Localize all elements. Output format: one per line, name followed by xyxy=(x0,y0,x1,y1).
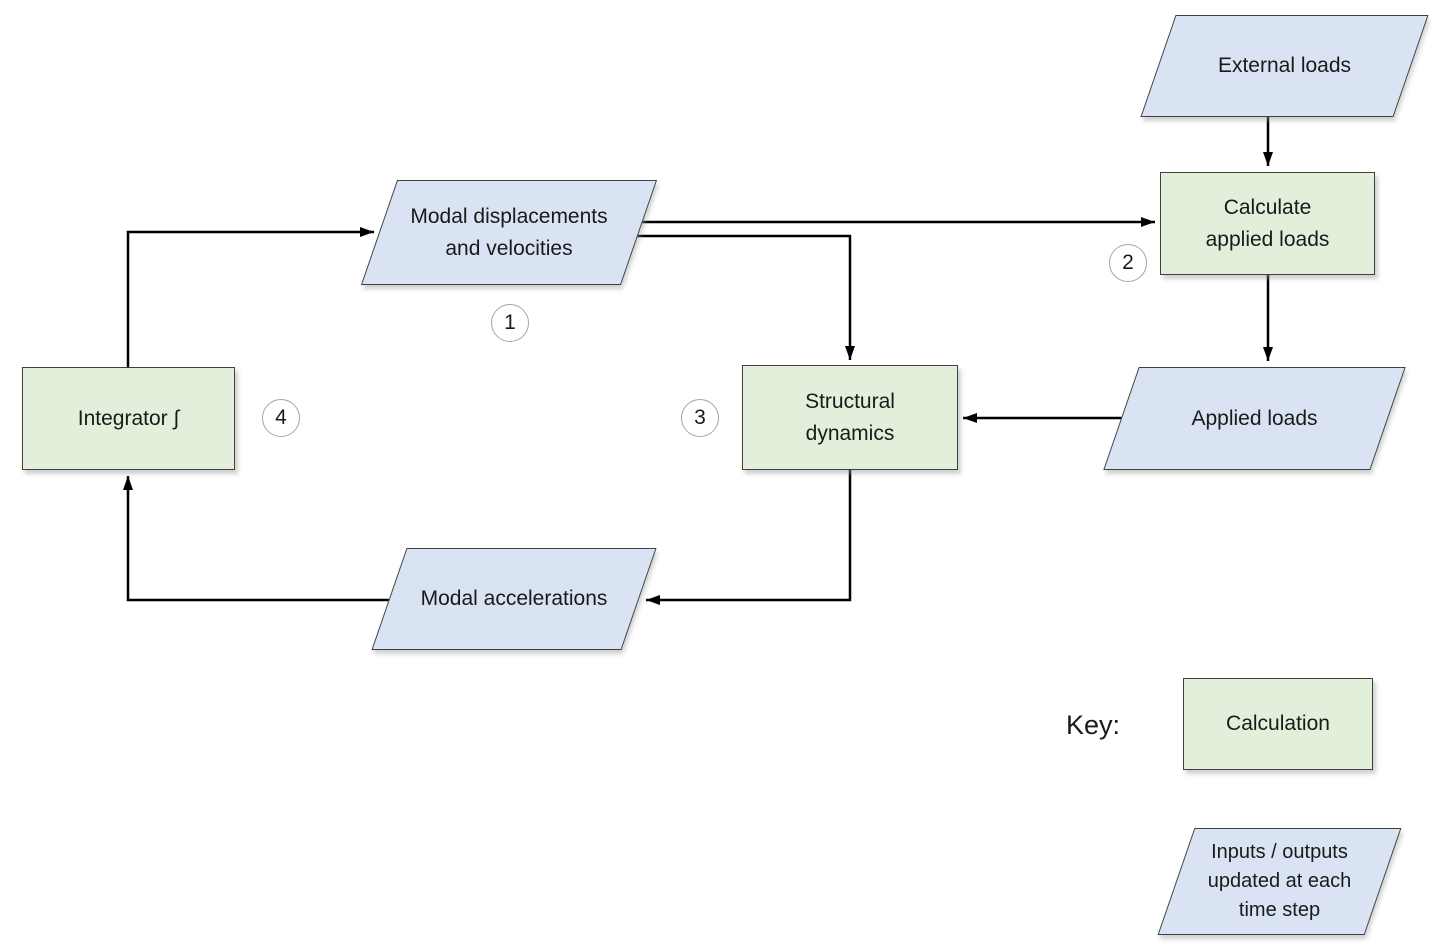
node-label: Structural dynamics xyxy=(805,390,895,445)
step-marker-4: 4 xyxy=(262,399,300,437)
node-external-loads: External loads xyxy=(1140,15,1429,117)
step-number: 2 xyxy=(1122,251,1134,274)
node-applied-loads: Applied loads xyxy=(1103,367,1406,470)
arrow-modal-accelerations-to-integrator xyxy=(123,476,393,602)
key-io-box: Inputs / outputs updated at each time st… xyxy=(1157,828,1402,935)
node-label: Modal displacements and velocities xyxy=(410,205,608,260)
step-marker-2: 2 xyxy=(1109,244,1147,282)
key-io-label: Inputs / outputs updated at each time st… xyxy=(1207,841,1352,921)
rectangle-shape xyxy=(742,365,958,470)
node-label: Modal accelerations xyxy=(420,587,608,611)
arrow-integrator-to-modal-displacements xyxy=(126,227,374,370)
rectangle-shape xyxy=(1160,172,1375,275)
step-marker-3: 3 xyxy=(681,399,719,437)
node-structural-dynamics: Structural dynamics xyxy=(742,365,958,470)
key-calculation-box: Calculation xyxy=(1183,678,1373,770)
step-number: 4 xyxy=(275,406,287,429)
node-label: Integrator ∫ xyxy=(77,406,180,430)
node-label: External loads xyxy=(1217,54,1352,78)
arrow-structural-dynamics-to-modal-accelerations xyxy=(646,466,852,605)
key-label: Key: xyxy=(1066,710,1121,740)
rectangle-shape xyxy=(22,367,235,470)
node-modal-accelerations: Modal accelerations xyxy=(371,548,657,650)
node-modal-displacements: Modal displacements and velocities xyxy=(360,180,658,285)
node-calculate-applied-loads: Calculate applied loads xyxy=(1160,172,1375,275)
step-number: 1 xyxy=(504,311,516,334)
node-integrator: Integrator ∫ xyxy=(22,367,235,470)
rectangle-shape xyxy=(1183,678,1373,770)
arrow-modal-displacements-to-structural-dynamics xyxy=(636,234,855,360)
step-number: 3 xyxy=(694,406,706,429)
node-label: Calculate applied loads xyxy=(1205,196,1330,251)
key-calculation-label: Calculation xyxy=(1226,712,1330,736)
step-marker-1: 1 xyxy=(491,304,529,342)
node-label: Applied loads xyxy=(1191,406,1318,430)
